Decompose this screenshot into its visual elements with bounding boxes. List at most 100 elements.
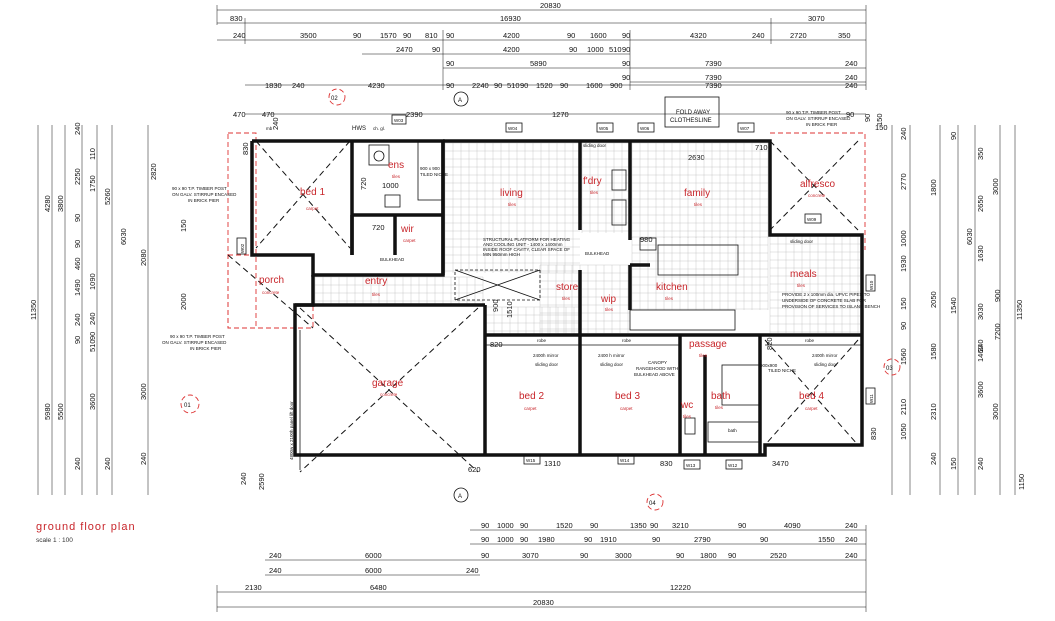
elevation-marker-03-label: 03 xyxy=(886,366,893,372)
label-sliding-bed3: sliding door xyxy=(600,362,624,367)
dim-left-r3-6: 460 xyxy=(73,257,82,270)
dim-left-r3-12: 510 xyxy=(88,339,97,352)
dim-bot-r1-9: 4090 xyxy=(784,521,801,530)
label-timber-post-c1: 90 x 90 T.P. TIMBER POST xyxy=(786,110,841,115)
dim-left-r3-10: 240 xyxy=(88,312,97,325)
room-entry-floor: tiles xyxy=(372,292,381,297)
label-bulkhead-fdry: BULKHEAD xyxy=(585,251,610,256)
dim-left-r1-0: 4280 xyxy=(43,195,52,212)
dim-left-r3-2: 90 xyxy=(73,214,82,222)
dim-right-r3-9: 1580 xyxy=(929,343,938,360)
dim-top-r7-5: 90 xyxy=(494,81,502,90)
label-structural-4: MIN 950mm HIGH xyxy=(483,252,520,257)
dim-top-r6-2: 240 xyxy=(845,73,858,82)
room-store-floor: tiles xyxy=(562,296,571,301)
label-panel-door: 4800w x 2100h panel lift door xyxy=(289,401,294,460)
room-wip: wip xyxy=(600,294,616,305)
dim-top-r6-0: 90 xyxy=(622,73,630,82)
room-garage-floor: concrete xyxy=(380,392,398,397)
room-bed-4-floor: carpet xyxy=(805,406,818,411)
dim-left-r2-0: 3800 xyxy=(56,195,65,212)
room-wir-floor: carpet xyxy=(403,238,416,243)
dim-right-r2-6: 1460 xyxy=(976,345,985,362)
dim-right-r4-0: 90 xyxy=(949,132,958,140)
dim-right-r2-5: 240 xyxy=(976,339,985,352)
room-fdry-floor: tiles xyxy=(590,190,599,195)
dim-bot-r3-0: 240 xyxy=(269,551,282,560)
dim-top-r7-8: 1520 xyxy=(536,81,553,90)
dim-left-r5-5: 150 xyxy=(179,219,188,232)
label-structural-2: AND COOLING UNIT - 1400 x 1400mm xyxy=(483,242,563,247)
dim-left-r4-1: 6030 xyxy=(119,228,128,245)
label-tiled-niche-ens: TILED NICHE xyxy=(420,172,448,177)
dim-left-r6-4: 720 xyxy=(372,223,385,232)
label-bulkhead-above: BULKHEAD ABOVE xyxy=(634,372,675,377)
dim-left-r6-13: 980 xyxy=(640,235,653,244)
dim-left-r6-6: 820 xyxy=(490,340,503,349)
room-bed-3-floor: carpet xyxy=(620,406,633,411)
window-w03: W03 xyxy=(394,118,404,123)
dim-right-r3-10: 2310 xyxy=(929,403,938,420)
dim-top-r8-5: 90 xyxy=(846,110,854,119)
elevation-marker-02 xyxy=(328,88,346,106)
window-w10: W10 xyxy=(869,280,874,290)
dim-top-r7-3: 90 xyxy=(446,81,454,90)
label-fold-away: FOLD AWAY xyxy=(676,110,710,116)
dim-top-r7-9: 90 xyxy=(560,81,568,90)
section-marker-a-bottom-label: A xyxy=(458,494,462,500)
window-tags: W03 W04 W05 W06 W07 W09 W10 W11 W12 W13 … xyxy=(236,114,876,470)
dim-left-r3-15: 240 xyxy=(73,457,82,470)
room-ens-floor: tiles xyxy=(392,174,401,179)
dim-top-r8-6: 150 xyxy=(875,123,888,132)
dim-right-r2-3: 1540 xyxy=(949,297,958,314)
dim-top-r4-6: 90 xyxy=(622,45,630,54)
dim-right-r4-2: 150 xyxy=(949,457,958,470)
dim-left-r3-11: 90 xyxy=(88,332,97,340)
room-kitchen: kitchen xyxy=(656,282,688,293)
section-marker-a-bottom xyxy=(453,487,469,503)
dim-top-r3-10: 90 xyxy=(622,31,630,40)
room-entry: entry xyxy=(365,276,387,287)
dim-top-r3-12: 240 xyxy=(752,31,765,40)
dim-left-r3-9: 1090 xyxy=(88,273,97,290)
dim-bot-r4-2: 240 xyxy=(466,566,479,575)
dim-left-r6-15: 2590 xyxy=(257,473,266,490)
dim-top-r8-0: 470 xyxy=(262,110,275,119)
dim-top-r7-1: 240 xyxy=(292,81,305,90)
dim-bot-r1-3: 1520 xyxy=(556,521,573,530)
room-living: living xyxy=(500,188,523,199)
dim-left-r3-13: 90 xyxy=(73,336,82,344)
window-w04: W04 xyxy=(508,126,518,131)
bottom-dimensions: 90 1000 90 1520 90 1350 90 3210 90 4090 … xyxy=(216,521,867,612)
dim-left-r4-0: 5260 xyxy=(103,188,112,205)
label-shower-bath: 900x900 xyxy=(760,363,778,368)
dim-right-r3-0: 2770 xyxy=(899,173,908,190)
dim-right-r3-3: 1930 xyxy=(899,255,908,272)
dim-top-r4-5: 510 xyxy=(609,45,622,54)
window-w07: W07 xyxy=(740,126,750,131)
dim-left-r6-11: 3470 xyxy=(772,459,789,468)
dim-bot-r2-5: 1910 xyxy=(600,535,617,544)
dim-right-r4-3: 820 xyxy=(765,337,774,350)
window-w12: W12 xyxy=(728,463,738,468)
dim-left-r6-5: 900 xyxy=(491,299,500,312)
window-w14: W14 xyxy=(620,458,630,463)
room-family-floor: tiles xyxy=(694,202,703,207)
label-sliding-bed2: sliding door xyxy=(535,362,559,367)
label-timber-post-b2: ON GALV. STIRRUP ENCASED xyxy=(162,340,227,345)
dim-top-r5-2: 90 xyxy=(622,59,630,68)
label-timber-post-c2: ON GALV. STIRRUP ENCASED xyxy=(786,116,851,121)
annotations: FOLD AWAY CLOTHESLINE HWS mb ch. gl. sli… xyxy=(162,110,880,460)
room-labels: bed 1 carpet ens tiles wir carpet living… xyxy=(259,160,835,419)
dim-top-r6-1: 7390 xyxy=(705,73,722,82)
label-bulkhead-entry: BULKHEAD xyxy=(380,257,405,262)
dim-left-r3-4: 90 xyxy=(73,240,82,248)
dim-bot-r2-4: 90 xyxy=(584,535,592,544)
dim-top-r3-13: 2720 xyxy=(790,31,807,40)
plan-title: ground floor plan xyxy=(36,521,136,533)
dim-right-r3-1: 1800 xyxy=(929,179,938,196)
dim-bot-r2-9: 1550 xyxy=(818,535,835,544)
room-meals: meals xyxy=(790,269,817,280)
room-meals-floor: tiles xyxy=(797,283,806,288)
